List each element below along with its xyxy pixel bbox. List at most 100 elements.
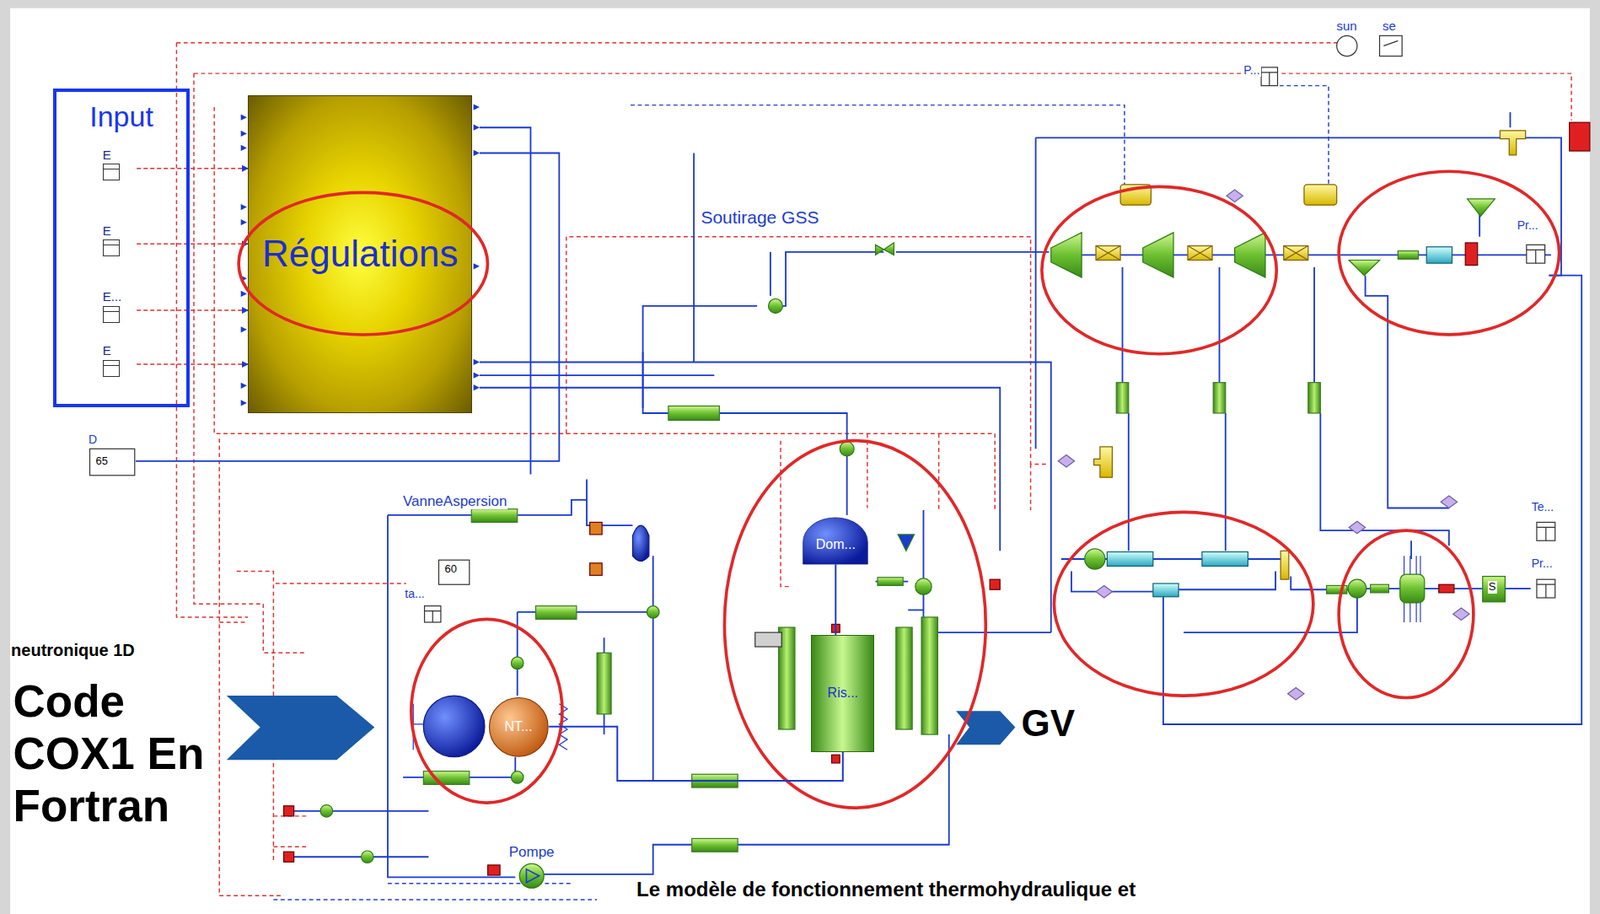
component-label: se: [1381, 18, 1397, 33]
component-label: 65: [95, 455, 109, 468]
junction-node: [646, 606, 660, 619]
signal-connector: [136, 309, 248, 312]
drawing-sheet: [10, 8, 1590, 914]
signal-connector: [136, 167, 248, 170]
junction-node: [915, 578, 932, 595]
reheater-symbol: [1095, 246, 1121, 261]
table-icon: [102, 163, 120, 181]
fluid-pipe: [1163, 275, 1582, 725]
pipe-segment: [668, 406, 720, 421]
turbine-symbol: [1051, 198, 1496, 278]
dome-shape: [803, 517, 869, 564]
control-signal-wire: [219, 438, 283, 896]
reheater-symbol: [1095, 246, 1121, 261]
table-icon: [102, 359, 120, 377]
port-triangle: [473, 263, 480, 269]
sensor-marker: [284, 805, 295, 817]
pressurizer-vessel: [632, 525, 649, 561]
pump-symbol: Pompe: [518, 862, 545, 889]
fluid-pipe: [285, 810, 429, 857]
instrument-icon: [1526, 244, 1546, 264]
highlight-ellipse: [724, 440, 986, 809]
heat-exchanger: [1106, 552, 1153, 567]
pressurizer-vessel: [632, 525, 649, 561]
component-label: VanneAspersion: [402, 493, 509, 511]
port-triangle: [241, 290, 247, 297]
fluid-pipe: [719, 413, 847, 442]
reheater-symbol: [1283, 246, 1309, 261]
instrument-icon: [1536, 526, 1556, 541]
instrument-icon: [90, 35, 1556, 647]
control-signal-wire: [1281, 73, 1572, 121]
reactor-sphere: [423, 695, 485, 758]
instrument-icon: [90, 448, 135, 475]
instrument-icon: [424, 611, 441, 623]
input-panel: InputEEE...E: [53, 88, 190, 408]
fluid-pipe: [643, 351, 669, 414]
instrument-icon: [1536, 521, 1556, 541]
port-triangle: [241, 382, 247, 389]
fluid-pipe: [896, 251, 1050, 253]
measure-signal-wire: [387, 882, 572, 884]
table-icon: [102, 306, 120, 323]
pipe-segment: [877, 577, 903, 586]
port-triangle: [473, 384, 480, 391]
pipe-segment: [1397, 251, 1418, 260]
control-signal-wire: [219, 621, 245, 623]
highlight-ellipse: [411, 618, 563, 803]
pipe-segment: [1370, 584, 1390, 593]
turbine-symbol: [1051, 232, 1082, 278]
diamond-connector: [1057, 455, 1074, 468]
node-label: E: [102, 147, 112, 162]
fluid-pipe: [643, 306, 758, 409]
table-icon: [102, 239, 120, 257]
node-label: Input: [89, 100, 154, 134]
node-label: Régulations: [262, 232, 458, 276]
junction-node: [320, 805, 333, 818]
junction-node: [1482, 576, 1506, 602]
reheater-symbol: [1304, 184, 1337, 205]
pipe-segment: [471, 509, 517, 523]
pipe-segment: [896, 627, 913, 730]
sensor-marker: [1569, 122, 1590, 151]
fluid-pipe: [1478, 214, 1481, 237]
control-signal-wire: [176, 42, 1339, 43]
arrow-chevron: [226, 695, 1016, 760]
port-triangle: [241, 144, 247, 151]
node-label: Ris...: [827, 685, 859, 701]
port-triangle: [241, 326, 247, 333]
component-label: P...: [1242, 63, 1261, 77]
junction-node: [510, 656, 524, 670]
measure-signal-wire: [1279, 85, 1329, 187]
fluid-pipe: [907, 609, 924, 612]
port-triangle: [241, 399, 247, 406]
fluid-pipe: [1035, 137, 1037, 449]
riser-vessel: Ris...: [810, 634, 875, 752]
reheater-symbol: [1094, 446, 1113, 478]
port-triangle: [241, 114, 247, 121]
fluid-pipe: [543, 734, 950, 875]
fluid-pipe: [387, 515, 516, 877]
highlight-ellipse: [238, 192, 488, 335]
node-label: E: [102, 223, 112, 238]
diamond-connector: [1348, 520, 1365, 534]
steam-dome: Dom...: [801, 515, 870, 564]
measure-signal-wire: [630, 105, 1125, 187]
pipe-segment: [596, 652, 612, 715]
pump-shape: [526, 869, 539, 883]
fluid-pipe: [1509, 112, 1512, 128]
sensor-marker: [488, 864, 501, 876]
fluid-pipe: [479, 361, 1052, 633]
instrument-icon: [1383, 40, 1398, 46]
reheater-symbol: [1187, 246, 1213, 261]
turbine-symbol: [1348, 260, 1380, 276]
junction-node: [897, 534, 914, 551]
instrument-icon: [1379, 35, 1403, 56]
pipe-segment: [423, 251, 1418, 853]
fluid-pipe: [846, 456, 849, 516]
highlight-ellipse: [411, 171, 1560, 808]
reactor-sphere: [413, 695, 568, 758]
pipe-segment: [535, 606, 576, 620]
